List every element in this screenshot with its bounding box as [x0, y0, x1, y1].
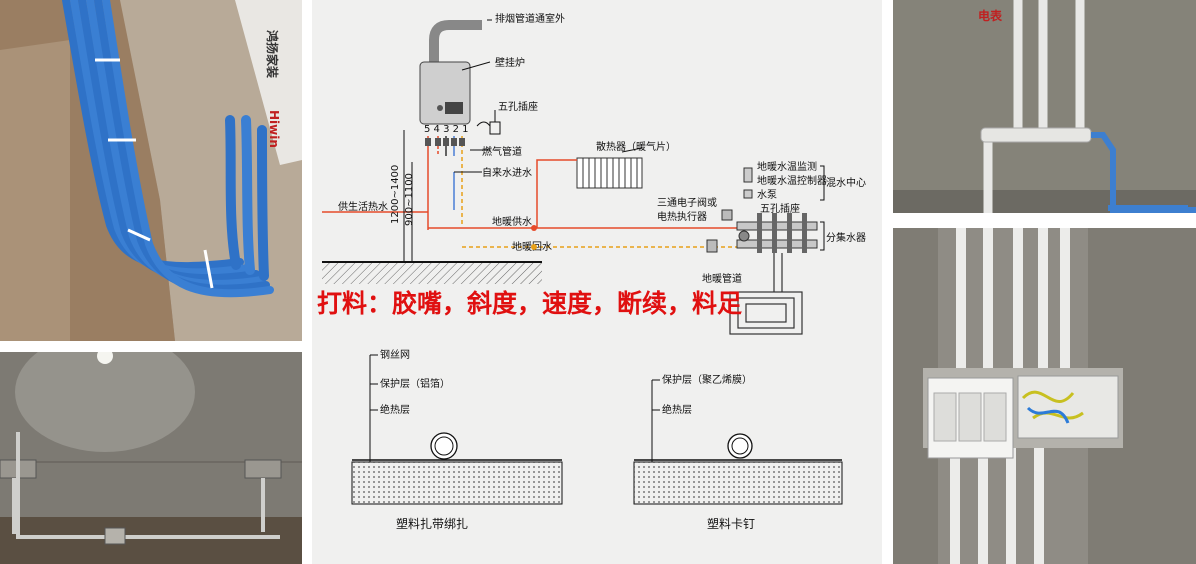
section-left-label-3: 绝热层: [380, 403, 410, 416]
label-control: 地暖水温控制器: [757, 174, 827, 187]
label-tap-in: 自来水进水: [482, 166, 532, 179]
label-supply: 地暖供水: [492, 215, 532, 228]
section-right-label-1: 保护层（聚乙烯膜）: [662, 373, 752, 386]
photo-wall-conduit: [0, 352, 302, 564]
section-right-caption: 塑料卡钉: [707, 516, 755, 531]
label-socket-2: 五孔插座: [760, 202, 800, 215]
manifold-assembly: [736, 167, 818, 253]
label-ports: 5 4 3 2 1: [424, 124, 469, 135]
section-left-label-2: 保护层（铝箔）: [380, 377, 450, 390]
label-pump: 水泵: [757, 189, 777, 201]
photo-blue-pipes-corner: 鸿扬家装 Hiwin: [0, 0, 302, 341]
blue-pipes-illustration: 鸿扬家装 Hiwin: [0, 0, 302, 341]
wall-conduit-illustration: [0, 352, 302, 564]
section-left-label-1: 钢丝网: [380, 348, 410, 361]
overlay-instruction: 打料：胶嘴，斜度，速度，断续，料足: [317, 289, 742, 318]
section-left-caption: 塑料扎带绑扎: [396, 516, 468, 531]
section-right-label-2: 绝热层: [662, 403, 692, 416]
sign-text: 鸿扬家装: [265, 30, 280, 78]
label-actuator: 电热执行器: [657, 210, 707, 223]
heating-schematic: 排烟管道通室外 壁挂炉 五孔插座 5 4 3 2 1 燃气管道 自来: [317, 12, 866, 531]
wall-text: 电表: [978, 8, 1003, 23]
label-radiator: 散热器（暖气片）: [596, 140, 676, 153]
label-height-1: 1200~1400: [390, 165, 401, 224]
label-hot-water: 供生活热水: [338, 200, 388, 213]
label-valve: 三通电子阀或: [657, 196, 717, 209]
label-boiler: 壁挂炉: [495, 56, 525, 69]
brand-text: Hiwin: [267, 110, 281, 148]
switch-panel-illustration: [893, 228, 1196, 564]
label-mix-center: 混水中心: [826, 176, 866, 189]
photo-switch-panel: [893, 228, 1196, 564]
label-exhaust: 排烟管道通室外: [495, 12, 565, 25]
photo-white-pipes-fittings: 电表: [893, 0, 1196, 213]
label-socket: 五孔插座: [498, 100, 538, 113]
heating-diagram: 排烟管道通室外 壁挂炉 五孔插座 5 4 3 2 1 燃气管道 自来: [312, 0, 882, 564]
radiator-unit: [576, 157, 643, 189]
label-monitor: 地暖水温监测: [757, 160, 817, 173]
floor-pipe-loop: [729, 253, 803, 335]
label-gas: 燃气管道: [482, 145, 522, 158]
white-pipes-illustration: 电表: [893, 0, 1196, 213]
floor-hatch: [322, 262, 542, 284]
label-floor-pipe: 地暖管道: [702, 272, 742, 285]
label-collector: 分集水器: [826, 231, 866, 244]
section-right: 保护层（聚乙烯膜） 绝热层 塑料卡钉: [633, 373, 843, 531]
label-height-2: 900~1100: [404, 173, 415, 226]
boiler-unit: [419, 61, 471, 125]
section-left: 钢丝网 保护层（铝箔） 绝热层 塑料扎带绑扎: [351, 348, 563, 531]
